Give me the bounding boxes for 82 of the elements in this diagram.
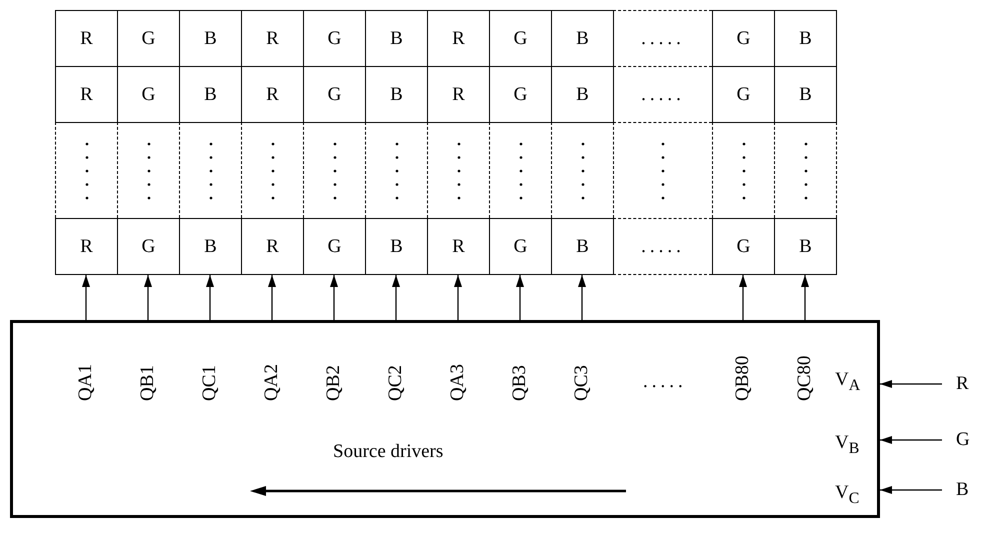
subpixel-label: R [427, 10, 489, 66]
arrow [268, 275, 276, 320]
pin-label: QB3 [508, 323, 532, 401]
grid-cell [489, 122, 551, 218]
pin-label: QA1 [74, 323, 98, 401]
subpixel-label: ..... [613, 218, 712, 275]
subpixel-label: G [489, 66, 551, 122]
pin-label: QA2 [260, 323, 284, 401]
pin-label: QC2 [384, 323, 408, 401]
subpixel-label: R [427, 66, 489, 122]
block-title: Source drivers [333, 441, 444, 463]
subpixel-label: B [774, 10, 837, 66]
pin-label: QB2 [322, 323, 346, 401]
grid-cell [427, 122, 489, 218]
arrow [578, 275, 586, 320]
subpixel-label: G [303, 218, 365, 275]
input-label: V$_{C}$ [833, 481, 877, 511]
arrow [454, 275, 462, 320]
grid-cell [241, 122, 303, 218]
subpixel-label: B [179, 66, 241, 122]
grid-cell [774, 122, 837, 218]
input-label: G [956, 428, 970, 452]
arrow [880, 436, 942, 444]
subpixel-label: B [551, 66, 613, 122]
arrow [739, 275, 747, 320]
grid-cell [551, 122, 613, 218]
subpixel-label: G [712, 218, 774, 275]
driver-block [10, 320, 880, 518]
grid-cell [613, 122, 712, 218]
subpixel-label: B [179, 10, 241, 66]
ellipsis-label: ..... [643, 371, 687, 393]
input-label: B [956, 478, 969, 502]
arrow [801, 275, 809, 320]
grid-cell [712, 122, 774, 218]
input-label: R [956, 372, 969, 396]
subpixel-label: B [365, 66, 427, 122]
subpixel-label: R [241, 66, 303, 122]
grid-cell [179, 122, 241, 218]
subpixel-label: B [365, 10, 427, 66]
arrow [516, 275, 524, 320]
arrow [880, 486, 942, 494]
input-label: V$_{A}$ [833, 368, 877, 398]
subpixel-label: B [774, 218, 837, 275]
grid-cell [117, 122, 179, 218]
arrow [392, 275, 400, 320]
subpixel-label: G [117, 66, 179, 122]
input-label: V$_{B}$ [833, 431, 877, 461]
subpixel-label: R [241, 218, 303, 275]
subpixel-label: G [303, 66, 365, 122]
subpixel-label: B [551, 218, 613, 275]
subpixel-label: B [365, 218, 427, 275]
subpixel-label: G [303, 10, 365, 66]
subpixel-label: G [489, 218, 551, 275]
arrow [330, 275, 338, 320]
subpixel-label: R [427, 218, 489, 275]
subpixel-label: G [117, 218, 179, 275]
subpixel-label: G [712, 66, 774, 122]
pin-label: QC3 [570, 323, 594, 401]
subpixel-label: B [551, 10, 613, 66]
pin-label: QC1 [198, 323, 222, 401]
arrow [206, 275, 214, 320]
grid-cell [365, 122, 427, 218]
subpixel-label: G [117, 10, 179, 66]
pin-label: QA3 [446, 323, 470, 401]
subpixel-label: B [179, 218, 241, 275]
subpixel-label: R [55, 10, 117, 66]
subpixel-label: B [774, 66, 837, 122]
pin-label: QB1 [136, 323, 160, 401]
subpixel-label: R [241, 10, 303, 66]
subpixel-label: ..... [613, 66, 712, 122]
pin-label: QB80 [731, 323, 755, 401]
grid-cell [55, 122, 117, 218]
arrow [82, 275, 90, 320]
arrow [880, 380, 942, 388]
arrow [144, 275, 152, 320]
subpixel-label: R [55, 66, 117, 122]
pin-label: QC80 [793, 323, 817, 401]
subpixel-label: R [55, 218, 117, 275]
grid-cell [303, 122, 365, 218]
subpixel-label: G [712, 10, 774, 66]
subpixel-label: ..... [613, 10, 712, 66]
subpixel-label: G [489, 10, 551, 66]
